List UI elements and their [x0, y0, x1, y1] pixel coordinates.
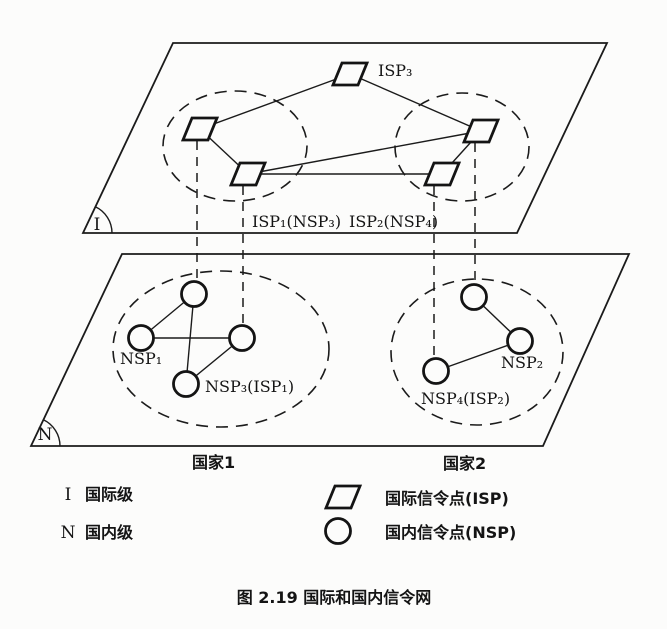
legend-nsp-label: 国内信令点(NSP) [385, 523, 516, 542]
nsp2-label: NSP₂ [501, 353, 543, 372]
legend-level-i-symbol: I [65, 485, 72, 505]
legend: I 国际级 N 国内级 国际信令点(ISP) 国内信令点(NSP) [61, 484, 516, 545]
national-plane-outline [29, 253, 631, 447]
country1-international-cluster [162, 90, 308, 202]
isp2-label: ISP₂(NSP₄) [349, 212, 438, 231]
international-corner-arc [95, 206, 113, 234]
nsp-node-c1-top [180, 280, 208, 308]
legend-level-i-label: 国际级 [85, 485, 134, 504]
link-isp3-ispD [349, 73, 482, 132]
isp-nodes [180, 61, 501, 187]
node-labels: ISP₃ ISP₁(NSP₃) ISP₂(NSP₄) NSP₁ NSP₃(ISP… [120, 61, 543, 473]
link-isp1-ispD [247, 130, 482, 175]
isp-node-isp3 [330, 61, 370, 87]
nsp-node-c2-top [460, 283, 488, 311]
nsp3-label: NSP₃(ISP₁) [205, 377, 294, 396]
legend-isp-label: 国际信令点(ISP) [385, 489, 509, 508]
country2-national-cluster [390, 278, 564, 426]
national-plane: N [29, 253, 631, 447]
link-ispA-isp3 [199, 73, 351, 130]
international-plane: I [81, 42, 609, 235]
isp3-label: ISP₃ [378, 61, 412, 80]
isp-node-left-upper [180, 116, 220, 142]
national-plane-label: N [38, 425, 53, 445]
isp-node-isp2 [422, 161, 462, 187]
nsp-links [140, 293, 521, 385]
nsp4-label: NSP₄(ISP₂) [421, 389, 510, 408]
country2-international-cluster [394, 92, 530, 202]
international-plane-label: I [94, 215, 101, 235]
isp-node-right-upper [461, 118, 501, 144]
nsp-node-nsp4 [422, 357, 450, 385]
international-plane-outline [81, 42, 609, 234]
nsp-node-nsp3 [172, 370, 200, 398]
nsp-nodes [127, 280, 534, 398]
nsp-node-c1-right [228, 324, 256, 352]
isp-links [199, 73, 482, 175]
link-c1top-nsp3 [185, 293, 195, 385]
legend-level-n-symbol: N [61, 523, 76, 543]
figure-caption: 图 2.19 国际和国内信令网 [237, 588, 432, 607]
country1-label: 国家1 [192, 453, 235, 472]
country1-national-cluster [112, 270, 330, 428]
link-nsp2-nsp4 [435, 340, 521, 372]
nsp-node-nsp2 [506, 327, 534, 355]
level-link-lines [196, 141, 476, 358]
isp1-label: ISP₁(NSP₃) [252, 212, 341, 231]
legend-circle-icon [324, 517, 352, 545]
nsp-node-nsp1 [127, 324, 155, 352]
legend-level-n-label: 国内级 [85, 523, 134, 542]
isp-node-isp1 [228, 161, 268, 187]
nsp1-label: NSP₁ [120, 349, 162, 368]
legend-parallelogram-icon [323, 484, 363, 510]
national-corner-arc [43, 419, 61, 447]
country2-label: 国家2 [443, 454, 486, 473]
